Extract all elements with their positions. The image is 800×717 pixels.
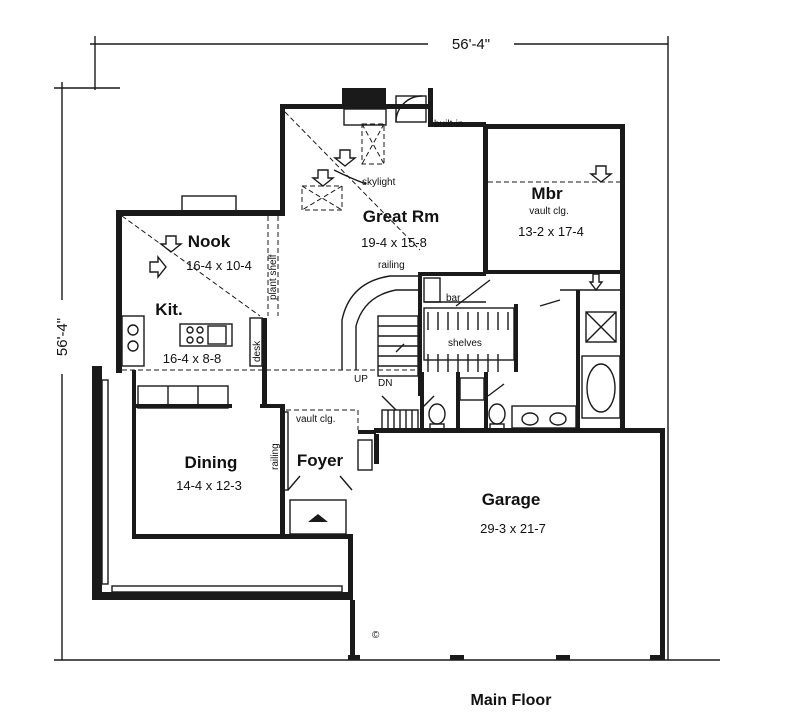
room-size-mbr: 13-2 x 17-4 — [518, 224, 584, 239]
room-size-kit: 16-4 x 8-8 — [163, 351, 222, 366]
interior-details — [96, 95, 625, 594]
room-size-garage: 29-3 x 21-7 — [480, 521, 546, 536]
label-shelves: shelves — [448, 338, 482, 349]
dimension-lines — [52, 34, 720, 661]
room-name-great-rm: Great Rm — [363, 207, 440, 226]
room-name-nook: Nook — [188, 232, 231, 251]
room-size-dining: 14-4 x 12-3 — [176, 478, 242, 493]
label-railing-foyer: railing — [270, 443, 281, 470]
label-dn: DN — [378, 378, 392, 389]
label-built-in: built-in — [434, 119, 463, 130]
depth-dimension: 56'-4" — [54, 318, 71, 356]
room-name-mbr: Mbr — [531, 184, 563, 203]
label-up: UP — [354, 374, 368, 385]
room-size-great-rm: 19-4 x 15-8 — [361, 235, 427, 250]
label-railing-top: railing — [378, 260, 405, 271]
room-name-foyer: Foyer — [297, 451, 344, 470]
exterior-walls — [92, 88, 665, 660]
room-name-garage: Garage — [482, 490, 541, 509]
room-note-mbr: vault clg. — [529, 206, 568, 217]
label-bar: bar — [446, 293, 461, 304]
copyright-symbol: © — [372, 630, 380, 641]
label-desk: desk — [252, 340, 263, 362]
label-vault-clg: vault clg. — [296, 414, 335, 425]
room-name-kit: Kit. — [155, 300, 182, 319]
label-skylight: skylight — [362, 177, 396, 188]
plan-caption: Main Floor — [471, 692, 552, 709]
room-size-nook: 16-4 x 10-4 — [186, 258, 252, 273]
label-plant-shelf: plant shelf — [268, 254, 279, 300]
width-dimension: 56'-4" — [452, 36, 490, 53]
room-name-dining: Dining — [185, 453, 238, 472]
